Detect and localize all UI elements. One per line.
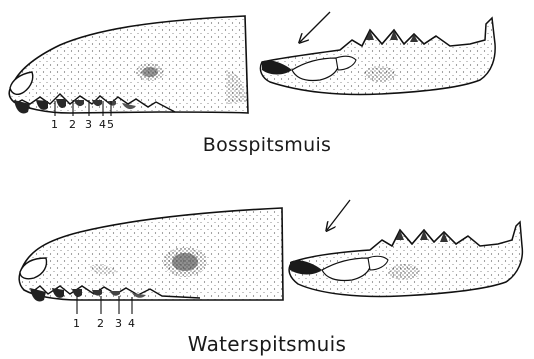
waterspitsmuis-arrow xyxy=(327,200,350,230)
waterspitsmuis-mandible-drawing xyxy=(289,222,522,297)
bosspitsmuis-panel: 1 2 3 4 5 xyxy=(9,12,495,131)
waterspitsmuis-panel: 1 2 3 4 xyxy=(19,200,522,330)
bosspitsmuis-arrow xyxy=(300,12,330,42)
waterspitsmuis-tooth-label-3: 3 xyxy=(115,317,122,330)
bosspitsmuis-tooth-label-5: 5 xyxy=(107,118,114,131)
waterspitsmuis-tooth-label-4: 4 xyxy=(128,317,135,330)
bosspitsmuis-mandible-drawing xyxy=(260,18,495,95)
bosspitsmuis-tooth-label-2: 2 xyxy=(69,118,76,131)
bosspitsmuis-skull-drawing xyxy=(9,16,248,114)
waterspitsmuis-skull-drawing xyxy=(19,208,283,302)
waterspitsmuis-tooth-labels: 1 2 3 4 xyxy=(73,296,135,330)
waterspitsmuis-tooth-label-2: 2 xyxy=(97,317,104,330)
bosspitsmuis-tooth-label-3: 3 xyxy=(85,118,92,131)
bosspitsmuis-caption: Bosspitsmuis xyxy=(0,134,534,156)
bosspitsmuis-tooth-label-1: 1 xyxy=(51,118,58,131)
waterspitsmuis-tooth-label-1: 1 xyxy=(73,317,80,330)
bosspitsmuis-tooth-label-4: 4 xyxy=(99,118,106,131)
waterspitsmuis-caption: Waterspitsmuis xyxy=(0,332,534,356)
